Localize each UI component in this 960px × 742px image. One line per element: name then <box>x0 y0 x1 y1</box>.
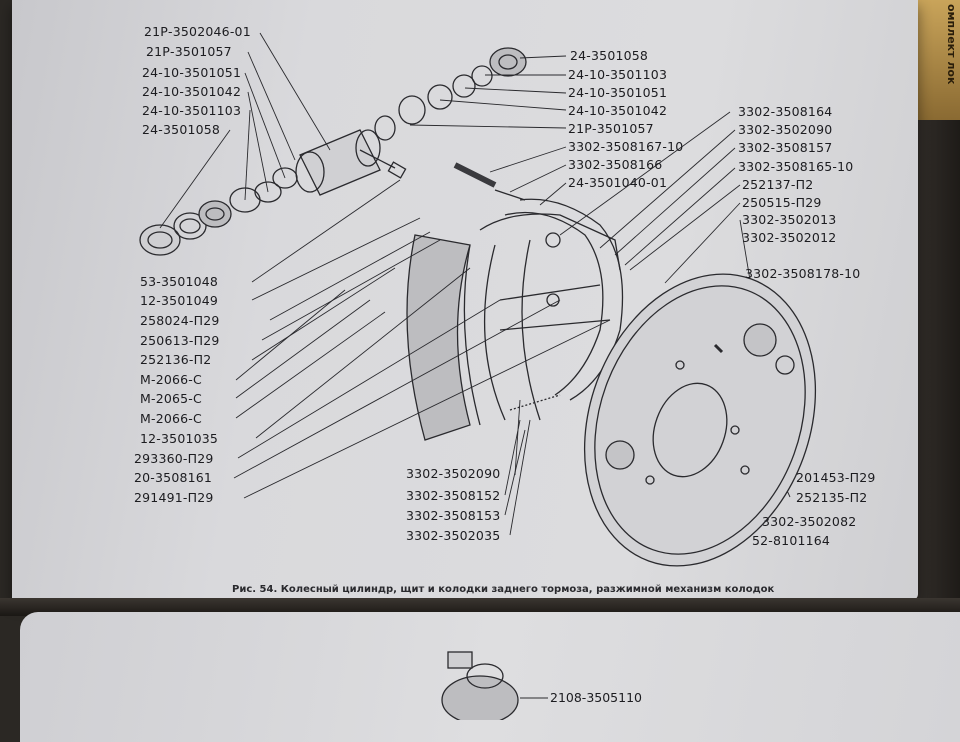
part-label: 3302-3502035 <box>406 528 501 543</box>
bottom-part-label: 2108-3505110 <box>550 690 642 705</box>
part-label: 3302-3502013 <box>742 212 837 227</box>
book-gutter <box>0 598 960 616</box>
part-label: 258024-П29 <box>140 313 220 328</box>
part-label: 250613-П29 <box>140 333 220 348</box>
part-label: 3302-3508152 <box>406 488 501 503</box>
part-label: 252137-П2 <box>742 177 814 192</box>
leader-lines-top-right <box>409 55 567 206</box>
part-label: 3302-3508153 <box>406 508 501 523</box>
part-label: 24-10-3501042 <box>568 103 668 118</box>
part-label: 3302-3508157 <box>738 140 833 155</box>
part-label: 52-8101164 <box>752 533 831 548</box>
part-label: 24-3501058 <box>570 48 649 63</box>
part-label: 3302-3508165-10 <box>738 159 854 174</box>
part-label: М-2066-С <box>140 372 202 387</box>
brake-shoe-lining <box>406 213 621 441</box>
part-label: 3302-3508178-10 <box>745 266 861 281</box>
part-label: 291491-П29 <box>134 490 214 505</box>
part-label: 3302-3508167-10 <box>568 139 684 154</box>
part-label: 293360-П29 <box>134 451 214 466</box>
part-label: М-2065-С <box>140 391 202 406</box>
part-label: 21Р-3502046-01 <box>144 24 251 39</box>
part-label: 3302-3508164 <box>738 104 833 119</box>
part-label: 3302-3502012 <box>742 230 837 245</box>
part-label: 24-3501040-01 <box>568 175 668 190</box>
backing-plate <box>583 273 817 567</box>
part-label: 24-10-3501103 <box>568 67 668 82</box>
exploded-brake-drawing <box>139 32 817 720</box>
part-label: 21Р-3501057 <box>568 121 654 136</box>
part-label: 250515-П29 <box>742 195 822 210</box>
leader-lines-left <box>159 32 611 499</box>
part-label: 24-10-3501051 <box>142 65 242 80</box>
part-label: 21Р-3501057 <box>146 44 232 59</box>
figure-caption: Рис. 54. Колесный цилиндр, щит и колодки… <box>232 584 775 595</box>
part-label: 252135-П2 <box>796 490 868 505</box>
part-label: 3302-3508166 <box>568 157 663 172</box>
part-label: 24-10-3501042 <box>142 84 242 99</box>
part-label: 24-10-3501051 <box>568 85 668 100</box>
part-label: 201453-П29 <box>796 470 876 485</box>
leader-lines-bottom <box>504 399 531 536</box>
part-label: 3302-3502090 <box>738 122 833 137</box>
part-label: 24-10-3501103 <box>142 103 242 118</box>
part-label: 20-3508161 <box>134 470 213 485</box>
wheel-cylinder-body <box>295 129 407 196</box>
part-label: 12-3501035 <box>140 431 219 446</box>
part-label: М-2066-С <box>140 411 202 426</box>
part-label: 252136-П2 <box>140 352 212 367</box>
part-label: 53-3501048 <box>140 274 219 289</box>
part-label: 12-3501049 <box>140 293 219 308</box>
part-label: 3302-3502090 <box>406 466 501 481</box>
left-seal-rings <box>139 167 298 256</box>
adjacent-book-cover: омплект лок <box>916 0 960 120</box>
part-label: 3302-3502082 <box>762 514 857 529</box>
right-seal-rings <box>374 47 527 141</box>
bottom-part-drawing <box>441 651 548 720</box>
part-label: 24-3501058 <box>142 122 221 137</box>
